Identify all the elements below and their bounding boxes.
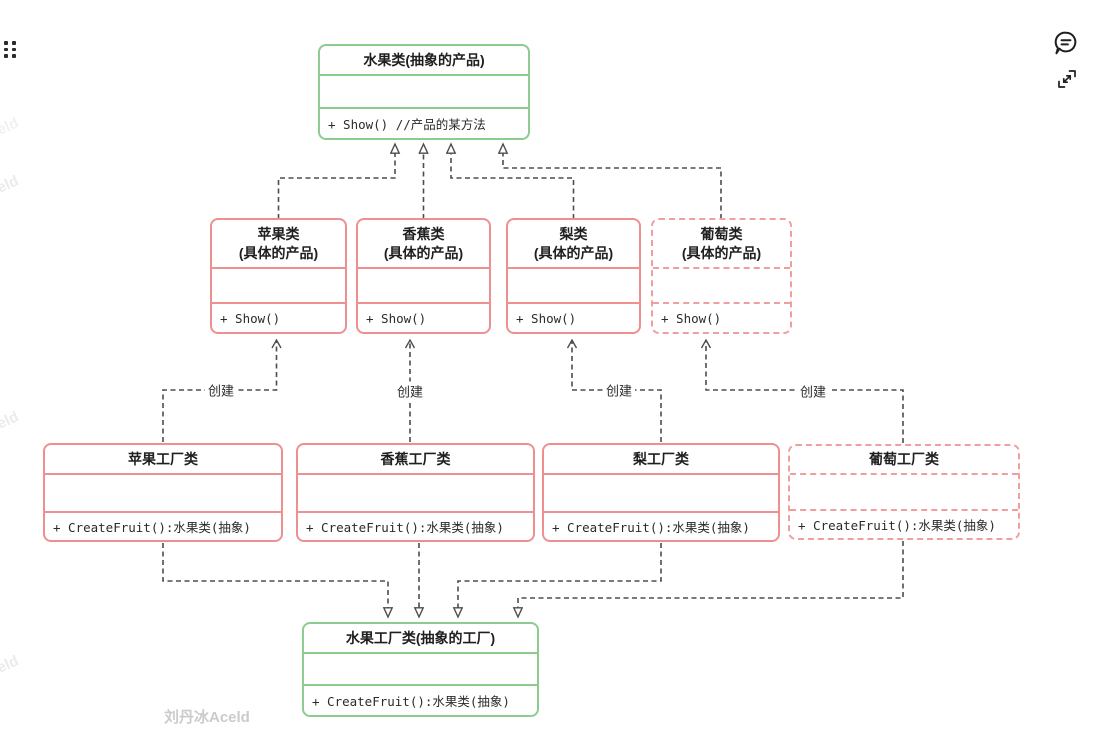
edge-apple-to-abstract-product [277, 144, 396, 219]
class-title-text: 水果类(抽象的产品) [363, 51, 485, 68]
class-apple-factory[interactable]: 苹果工厂类 + CreateFruit():水果类(抽象) [43, 443, 283, 542]
class-title: 葡萄类 (具体的产品) [653, 220, 790, 269]
class-method: + Show() //产品的某方法 [328, 117, 486, 132]
class-attributes-empty [508, 269, 639, 304]
edge-apple-factory-to-abstract [162, 543, 388, 617]
class-abstract-factory[interactable]: 水果工厂类(抽象的工厂) + CreateFruit():水果类(抽象) [302, 622, 539, 717]
class-method: + CreateFruit():水果类(抽象) [53, 520, 251, 535]
watermark-author: 刘丹冰Aceld [164, 709, 250, 726]
expand-icon[interactable] [1056, 68, 1078, 90]
class-method: + CreateFruit():水果类(抽象) [306, 520, 504, 535]
class-banana-factory[interactable]: 香蕉工厂类 + CreateFruit():水果类(抽象) [296, 443, 535, 542]
watermark-fragment: eld [0, 172, 22, 197]
edge-label-create-apple: 创建 [204, 380, 238, 400]
class-pear-product[interactable]: 梨类 (具体的产品) + Show() [506, 218, 641, 334]
class-attributes-empty [304, 654, 537, 686]
class-title: 梨工厂类 [544, 445, 778, 475]
class-attributes-empty [45, 475, 281, 513]
comment-icon[interactable] [1052, 29, 1080, 57]
class-title-text: 梨类 [559, 226, 588, 243]
class-title: 梨类 (具体的产品) [508, 220, 639, 269]
class-subtitle-text: (具体的产品) [383, 244, 464, 261]
class-title: 香蕉类 (具体的产品) [358, 220, 489, 269]
class-title-text: 香蕉类 [402, 226, 445, 243]
class-title: 苹果类 (具体的产品) [212, 220, 345, 269]
class-attributes-empty [212, 269, 345, 304]
class-attributes-empty [358, 269, 489, 304]
class-title-text: 苹果类 [257, 226, 300, 243]
edge-label-create-pear: 创建 [602, 380, 636, 400]
class-grape-product[interactable]: 葡萄类 (具体的产品) + Show() [651, 218, 792, 334]
watermark-fragment: eld [0, 114, 22, 139]
class-title-text: 香蕉工厂类 [380, 450, 451, 467]
class-method: + Show() [516, 310, 577, 326]
class-apple-product[interactable]: 苹果类 (具体的产品) + Show() [210, 218, 347, 334]
class-title-text: 梨工厂类 [633, 450, 689, 467]
edge-grape-factory-to-abstract [518, 541, 904, 617]
class-attributes-empty [653, 269, 790, 304]
class-subtitle-text: (具体的产品) [238, 244, 319, 261]
class-method: + Show() [661, 310, 722, 326]
class-title: 水果工厂类(抽象的工厂) [304, 624, 537, 654]
class-subtitle-text: (具体的产品) [533, 244, 614, 261]
class-subtitle-text: (具体的产品) [681, 244, 762, 261]
class-attributes-empty [320, 76, 528, 109]
edge-label-create-grape: 创建 [796, 381, 830, 401]
class-title: 苹果工厂类 [45, 445, 281, 475]
drag-handle-icon[interactable] [4, 41, 16, 58]
edge-label-create-banana: 创建 [393, 381, 427, 401]
class-title: 葡萄工厂类 [790, 446, 1018, 475]
class-method: + CreateFruit():水果类(抽象) [552, 520, 750, 535]
class-attributes-empty [790, 475, 1018, 511]
class-attributes-empty [544, 475, 778, 513]
class-title-text: 葡萄工厂类 [869, 451, 939, 468]
class-method: + Show() [366, 310, 427, 326]
edge-pear-to-abstract-product [451, 144, 575, 219]
class-title: 香蕉工厂类 [298, 445, 533, 475]
class-title: 水果类(抽象的产品) [320, 46, 528, 76]
edge-pear-factory-to-abstract [458, 543, 662, 617]
watermark-fragment: eld [0, 408, 22, 433]
edge-grape-to-abstract-product [503, 144, 722, 219]
class-grape-factory[interactable]: 葡萄工厂类 + CreateFruit():水果类(抽象) [788, 444, 1020, 540]
watermark-fragment: eld [0, 652, 22, 677]
class-title-text: 水果工厂类(抽象的工厂) [345, 629, 496, 646]
class-method: + CreateFruit():水果类(抽象) [312, 694, 510, 709]
class-method: + Show() [220, 310, 281, 326]
class-title-text: 葡萄类 [700, 226, 743, 243]
class-method: + CreateFruit():水果类(抽象) [798, 518, 996, 533]
class-pear-factory[interactable]: 梨工厂类 + CreateFruit():水果类(抽象) [542, 443, 780, 542]
class-banana-product[interactable]: 香蕉类 (具体的产品) + Show() [356, 218, 491, 334]
class-attributes-empty [298, 475, 533, 513]
class-title-text: 苹果工厂类 [128, 450, 198, 467]
class-abstract-product[interactable]: 水果类(抽象的产品) + Show() //产品的某方法 [318, 44, 530, 140]
